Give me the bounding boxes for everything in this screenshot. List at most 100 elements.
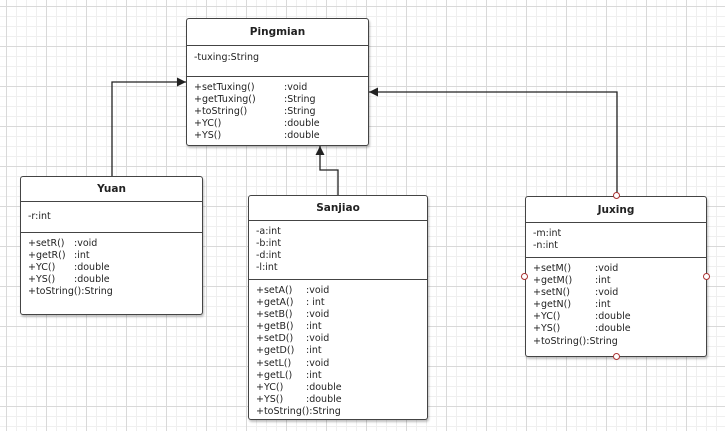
method-type: :void <box>74 238 98 249</box>
method-name: +YS() <box>194 130 222 142</box>
attributes-section: -m:int-n:int <box>526 223 706 258</box>
methods-section: +setTuxing():void+getTuxing():String+toS… <box>187 77 368 147</box>
class-yuan[interactable]: Yuan -r:int +setR():void+getR():int+YC()… <box>20 176 203 315</box>
connection-port-top[interactable] <box>613 192 620 199</box>
class-juxing[interactable]: Juxing -m:int-n:int +setM() :void+getM():… <box>525 196 707 357</box>
juxing-to-pingmian-link <box>369 87 618 193</box>
method-name: +setL() <box>256 357 292 369</box>
attribute-name: -tuxing:String <box>194 52 260 63</box>
class-pingmian[interactable]: Pingmian -tuxing:String +setTuxing():voi… <box>186 18 369 146</box>
method-name: +setM() <box>533 263 572 274</box>
method-row: +getD() :int <box>256 345 427 357</box>
method-type: :void <box>284 82 308 93</box>
method-type: :int <box>306 321 322 333</box>
method-type: :String <box>284 94 316 106</box>
method-type: :double <box>74 274 110 286</box>
method-name: +setB() <box>256 309 293 321</box>
attribute-name: -a:int <box>256 226 281 237</box>
method-name: +toString():String <box>256 405 341 417</box>
attributes-section: -tuxing:String <box>187 46 368 77</box>
method-row: +setTuxing() :void <box>194 82 368 94</box>
attribute-name: -l:int <box>256 262 278 274</box>
attribute-row: -r:int <box>28 211 202 223</box>
method-type: :double <box>595 311 631 323</box>
method-name: +toString():String <box>28 286 113 298</box>
method-type: :int <box>595 275 611 287</box>
connection-port-bottom[interactable] <box>613 353 620 360</box>
method-type: :double <box>595 323 631 335</box>
class-name: Yuan <box>21 177 202 202</box>
method-type: :void <box>306 357 330 369</box>
class-sanjiao[interactable]: Sanjiao -a:int-b:int-d:int-l:int +setA()… <box>248 195 428 420</box>
attributes-section: -r:int <box>21 202 202 233</box>
method-name: +YC() <box>194 118 222 130</box>
attribute-row: -d:int <box>256 250 427 262</box>
method-name: +YC() <box>256 381 284 393</box>
method-type: :int <box>306 345 322 357</box>
class-name: Juxing <box>526 197 706 223</box>
method-name: +setTuxing() <box>194 82 255 93</box>
method-type: :double <box>284 118 320 130</box>
method-type: :void <box>306 309 330 321</box>
method-row: +getB() :int <box>256 321 427 333</box>
method-name: +YC() <box>533 311 561 323</box>
method-row: +YC() :double <box>256 382 427 394</box>
method-row: +setB() :void <box>256 309 427 321</box>
method-name: +getR() <box>28 250 66 262</box>
method-row: +setA() :void <box>256 285 427 297</box>
method-row: +getN():int <box>533 299 706 311</box>
method-type: :int <box>595 299 611 311</box>
method-type: :void <box>595 263 619 274</box>
method-name: +getD() <box>256 345 295 357</box>
methods-section: +setM():void+getM():int+setN():void+getN… <box>526 258 706 353</box>
method-row: +getM():int <box>533 275 706 287</box>
method-row: +setL() :void <box>256 358 427 370</box>
method-name: +getTuxing() <box>194 94 256 106</box>
methods-section: +setR() :void +getR() :int +YC() :double +YS()… <box>21 233 202 303</box>
method-type: :void <box>306 333 330 345</box>
method-type: : int <box>306 297 325 309</box>
connection-port-left[interactable] <box>521 273 528 280</box>
method-row: +getR() :int <box>28 250 202 262</box>
method-name: +YS() <box>533 323 561 335</box>
method-row: +YC() :double <box>194 118 368 130</box>
attribute-row: -tuxing:String <box>194 52 368 64</box>
method-name: +toString() <box>194 106 248 118</box>
method-row: +getA() : int <box>256 297 427 309</box>
attribute-row: -l:int <box>256 262 427 274</box>
method-name: +setR() <box>28 238 65 249</box>
method-row: +YS() :double <box>194 130 368 142</box>
method-row: +toString():String <box>28 286 202 298</box>
method-row: +toString() :String <box>194 106 368 118</box>
attribute-row: -m:int <box>533 228 706 240</box>
method-name: +YC() <box>28 262 56 274</box>
connection-port-right[interactable] <box>703 273 710 280</box>
method-name: +YS() <box>256 393 284 405</box>
attribute-row: -b:int <box>256 238 427 250</box>
method-row: +YC() :double <box>533 311 706 323</box>
method-type: :double <box>284 130 320 142</box>
method-type: :int <box>74 250 90 262</box>
method-type: :double <box>74 262 110 274</box>
method-type: :String <box>284 106 316 118</box>
method-name: +setA() <box>256 285 293 296</box>
attribute-row: -n:int <box>533 240 706 252</box>
attributes-section: -a:int-b:int-d:int-l:int <box>249 221 427 280</box>
method-row: +getTuxing() :String <box>194 94 368 106</box>
method-row: +setD():void <box>256 333 427 345</box>
method-name: +getA() <box>256 297 294 309</box>
method-name: +toString():String <box>533 335 618 347</box>
method-type: :void <box>595 287 619 299</box>
attribute-name: -m:int <box>533 228 562 239</box>
method-type: :double <box>306 381 342 393</box>
method-row: +setR() :void <box>28 238 202 250</box>
method-row: +YC() :double <box>28 262 202 274</box>
method-name: +getB() <box>256 321 294 333</box>
method-row: +YS() :double <box>533 323 706 335</box>
method-row: +toString():String <box>533 336 706 348</box>
method-name: +getL() <box>256 369 293 381</box>
method-type: :void <box>306 285 330 296</box>
method-name: +YS() <box>28 274 56 286</box>
method-row: +YS():double <box>256 394 427 406</box>
